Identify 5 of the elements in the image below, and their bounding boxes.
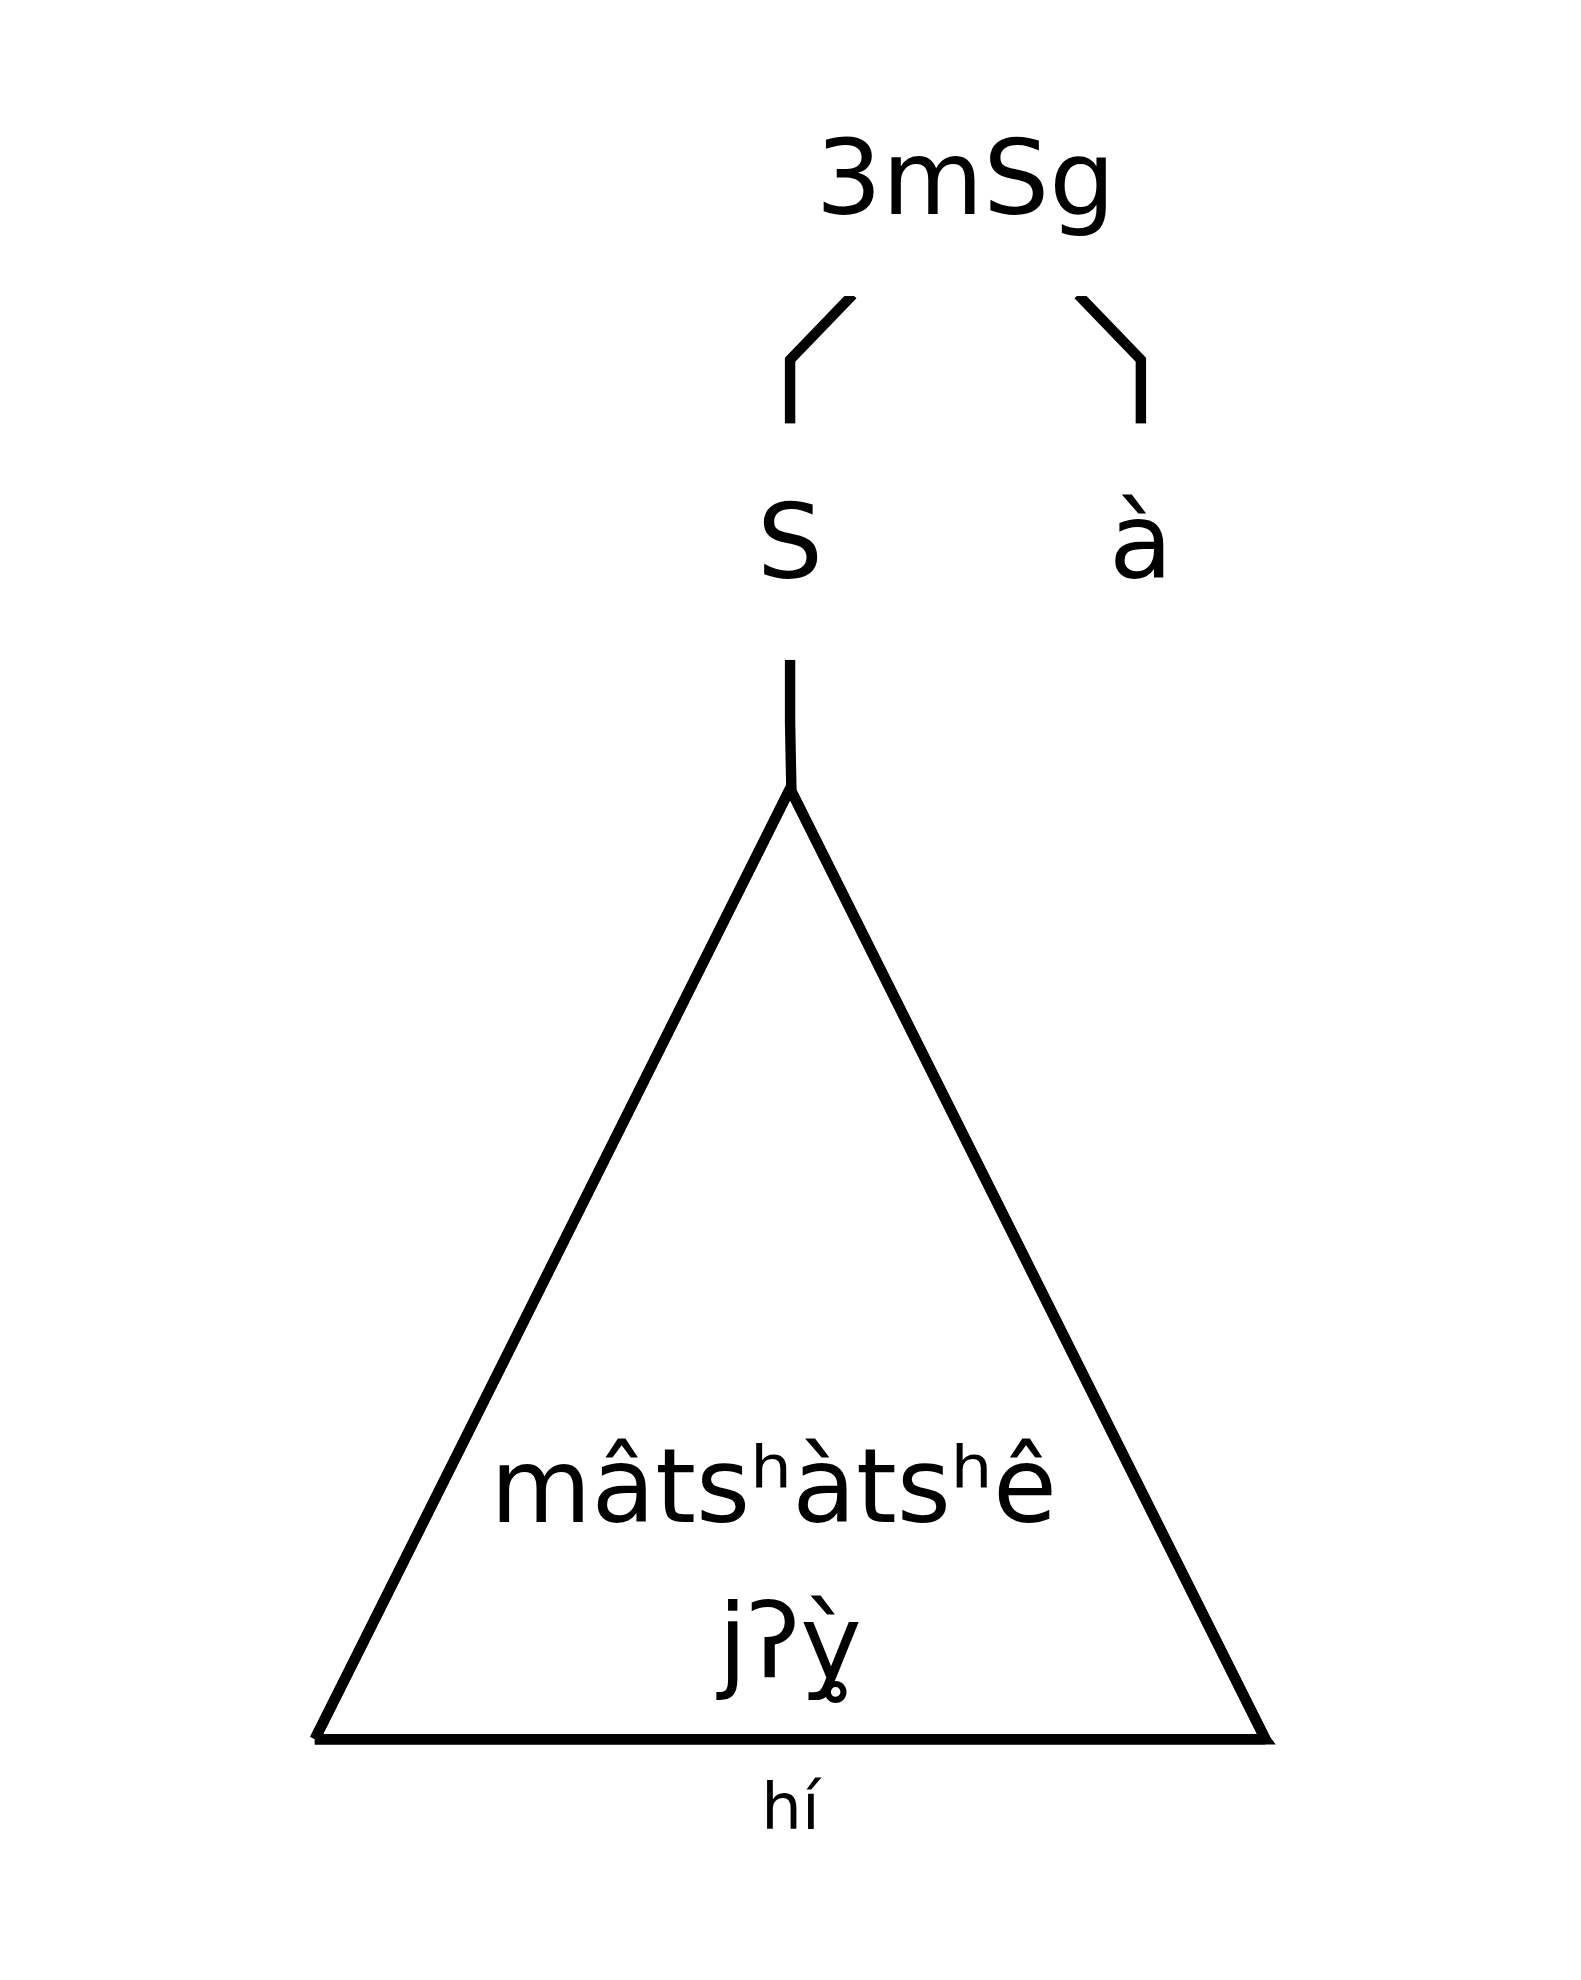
word-text: hí: [760, 1770, 822, 1844]
node-text: à: [1109, 481, 1174, 602]
node-text: S: [757, 481, 824, 602]
connector: [785, 658, 797, 790]
node-text: 3mSg: [816, 117, 1116, 238]
